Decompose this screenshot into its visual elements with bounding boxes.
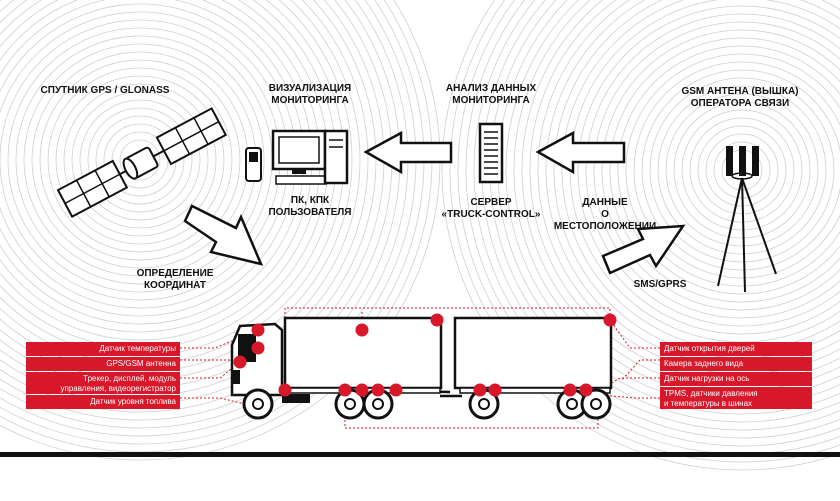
server-label: СЕРВЕР «TRUCK-CONTROL» bbox=[441, 197, 541, 220]
sensor-point bbox=[355, 323, 369, 337]
sensor-point bbox=[473, 383, 487, 397]
sensor-point bbox=[338, 383, 352, 397]
bottom-divider bbox=[0, 452, 840, 457]
sensor-tag-gps-gsm: GPS/GSM антенна bbox=[26, 357, 180, 371]
sensor-tag-axle-load: Датчик нагрузки на ось bbox=[660, 372, 812, 386]
arrow-tower-to-server bbox=[535, 130, 626, 175]
arrow-server-to-pc bbox=[363, 130, 453, 175]
sensor-tag-door: Датчик открытия дверей bbox=[660, 342, 812, 356]
sensor-tag-tracker: Трекер, дисплей, модуль управления, виде… bbox=[26, 372, 180, 394]
gsm-tower-icon bbox=[717, 146, 777, 293]
sensor-tag-tpms: TPMS, датчики давления и температуры в ш… bbox=[660, 387, 812, 409]
sensor-point bbox=[563, 383, 577, 397]
sensor-point bbox=[233, 355, 247, 369]
antenna-label: GSM АНТЕНА (ВЫШКА) ОПЕРАТОРА СВЯЗИ bbox=[681, 86, 799, 109]
sensor-point bbox=[579, 383, 593, 397]
sensor-point bbox=[389, 383, 403, 397]
sensor-point bbox=[278, 383, 292, 397]
visualization-label: ВИЗУАЛИЗАЦИЯ МОНИТОРИНГА bbox=[268, 83, 352, 106]
sms-label: SMS/GPRS bbox=[633, 279, 687, 290]
sensor-tag-temperature: Датчик температуры bbox=[26, 342, 180, 356]
sensor-tag-rear-camera: Камера заднего вида bbox=[660, 357, 812, 371]
sensor-point bbox=[488, 383, 502, 397]
sensor-point bbox=[251, 323, 265, 337]
location-label: ДАННЫЕ О МЕСТОПОЛОЖЕНИИ bbox=[553, 197, 657, 232]
satellite-label: СПУТНИК GPS / GLONASS bbox=[40, 85, 170, 96]
analysis-label: АНАЛИЗ ДАННЫХ МОНИТОРИНГА bbox=[445, 83, 537, 106]
truck-trailer-icon bbox=[230, 316, 613, 420]
sensor-point bbox=[603, 313, 617, 327]
server-icon bbox=[478, 122, 504, 184]
coordinates-label: ОПРЕДЕЛЕНИЕ КООРДИНАТ bbox=[136, 268, 214, 291]
pc-label: ПК, КПК ПОЛЬЗОВАТЕЛЯ bbox=[268, 195, 352, 218]
sensor-point bbox=[251, 341, 265, 355]
sensor-point bbox=[355, 383, 369, 397]
sensor-point bbox=[430, 313, 444, 327]
sensor-tag-fuel: Датчик уровня топлива bbox=[26, 395, 180, 409]
arrow-truck-to-tower bbox=[601, 224, 686, 275]
pc-workstation-icon bbox=[245, 129, 349, 185]
satellite-icon bbox=[56, 107, 228, 218]
sensor-point bbox=[371, 383, 385, 397]
arrow-satellite-to-truck bbox=[183, 204, 264, 266]
sensor-points bbox=[233, 313, 617, 397]
